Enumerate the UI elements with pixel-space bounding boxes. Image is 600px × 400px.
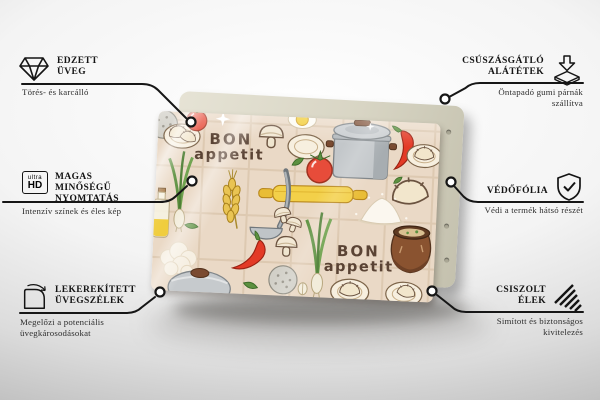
rounded-corner-icon (20, 283, 48, 316)
diamond-icon (18, 54, 50, 87)
callout-title: LEKEREKÍTETT ÜVEGSZÉLEK (55, 285, 136, 306)
mounting-hole (443, 223, 450, 229)
mounting-hole (446, 129, 452, 135)
callout-subtitle: Törés- és karcálló (22, 87, 89, 97)
callout-subtitle: Intenzív színek és éles kép (22, 206, 122, 216)
callout-subtitle: Simított és biztonságos kivitelezés (496, 316, 583, 337)
ultra-hd-icon: ultra HD (22, 171, 48, 194)
callout-subtitle: Öntapadó gumi párnák szállítva (498, 87, 583, 108)
callout-title: VÉDŐFÓLIA (486, 186, 548, 196)
grater-disc (267, 264, 299, 296)
anti-slip-pads-icon (551, 54, 583, 91)
tomato (185, 111, 209, 132)
callout-title: MAGAS MINŐSÉGŰ NYOMTATÁS (55, 172, 119, 204)
stock-pot (325, 119, 398, 180)
floor-shadow-soft (150, 300, 490, 346)
connector-dot (439, 93, 451, 105)
callout-high-quality-print: ultra HD MAGAS MINŐSÉGŰ NYOMTATÁS Intenz… (22, 170, 160, 216)
callout-anti-slip-pads: CSÚSZÁSGÁTLÓ ALÁTÉTEK Öntapadó gumi párn… (445, 54, 583, 108)
callout-title: EDZETT ÜVEG (57, 56, 98, 77)
svg-text:BON: BON (209, 130, 252, 148)
svg-text:appetit: appetit (324, 259, 394, 276)
print-artwork: BON appetit BON appetit (150, 111, 441, 303)
callout-tempered-glass: EDZETT ÜVEG Törés- és karcálló (18, 54, 156, 97)
callout-title: CSISZOLT ÉLEK (496, 285, 546, 306)
callout-protective-film: VÉDŐFÓLIA Védi a termék hátsó részét (445, 172, 583, 215)
ultra-hd-icon-text: HD (27, 179, 43, 191)
svg-text:appetit: appetit (194, 147, 264, 164)
polished-edges-icon (553, 283, 583, 318)
callout-rounded-edges: LEKEREKÍTETT ÜVEGSZÉLEK Megelőzi a poten… (20, 283, 158, 338)
shield-check-icon (555, 172, 583, 207)
callout-subtitle: Megelőzi a potenciális üvegkárosodásokat (20, 317, 105, 338)
svg-text:BON: BON (337, 242, 380, 260)
callout-title: CSÚSZÁSGÁTLÓ ALÁTÉTEK (462, 56, 544, 77)
garlic (297, 282, 308, 296)
glass-board: BON appetit BON appetit (150, 111, 441, 303)
callout-subtitle: Védi a termék hátsó részét (484, 205, 583, 215)
ultra-hd-icon-text: ultra (27, 174, 43, 181)
mounting-hole (444, 257, 450, 263)
callout-polished-edges: CSISZOLT ÉLEK Simított és biztonságos ki… (445, 283, 583, 337)
